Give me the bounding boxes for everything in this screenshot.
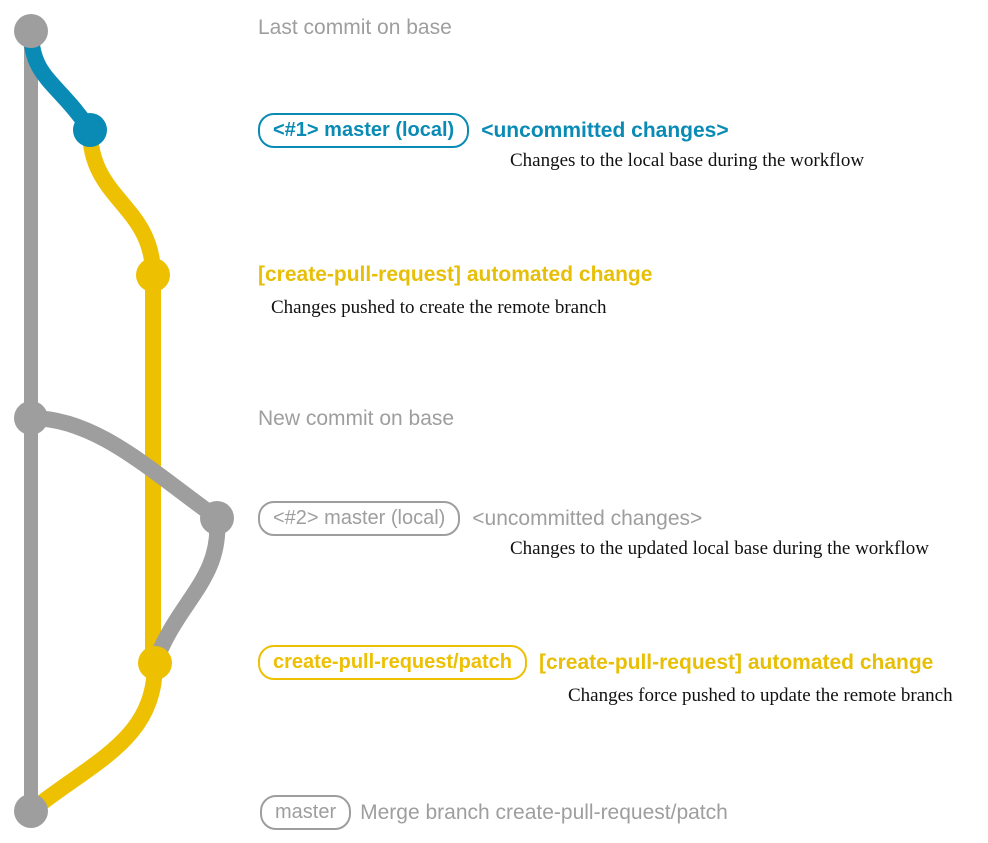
subline-automated-change-1: Changes pushed to create the remote bran… [271,297,607,318]
commit-node-patch-1[interactable] [136,258,170,292]
branch-line-local-2 [23,410,225,526]
row-automated-change-1: [create-pull-request] automated change [258,263,652,287]
commit-node-group [14,14,234,828]
subline-local-master-2: Changes to the updated local base during… [510,538,929,559]
commit-node-local-2[interactable] [200,501,234,535]
row-last-commit-on-base: Last commit on base [258,16,452,40]
commit-node-patch-2[interactable] [138,646,172,680]
commit-node-merge[interactable] [14,794,48,828]
pill-local-master-2[interactable]: <#2> master (local) [258,501,461,536]
commit-node-base-2[interactable] [14,401,48,435]
headline-merge-commit: Merge branch create-pull-request/patch [360,800,728,824]
headline-automated-change-2: [create-pull-request] automated change [538,650,934,674]
subline-automated-change-2: Changes force pushed to update the remot… [568,685,953,706]
pill-create-pull-request-patch[interactable]: create-pull-request/patch [258,645,527,680]
row-automated-change-2: create-pull-request/patch [create-pull-r… [258,645,933,680]
pill-master[interactable]: master [260,795,352,830]
pill-local-master-1[interactable]: <#1> master (local) [258,113,470,148]
commit-node-local-1[interactable] [73,113,107,147]
headline-automated-change-1: [create-pull-request] automated change [258,263,653,286]
headline-uncommitted-changes-1: <uncommitted changes> [481,118,729,142]
commit-node-base-1[interactable] [14,14,48,48]
row-local-master-2: <#2> master (local) <uncommitted changes… [258,501,702,536]
branch-line-merge [23,655,163,819]
headline-new-commit-on-base: New commit on base [258,407,455,430]
row-new-commit-on-base: New commit on base [258,407,454,431]
row-local-master-1: <#1> master (local) <uncommitted changes… [258,113,729,148]
branch-line-local-2-to-patch [147,510,226,671]
subline-local-master-1: Changes to the local base during the wor… [510,150,865,171]
row-merge-commit: master Merge branch create-pull-request/… [260,795,728,830]
headline-last-commit-on-base: Last commit on base [258,16,452,39]
headline-uncommitted-changes-2: <uncommitted changes> [472,506,703,530]
